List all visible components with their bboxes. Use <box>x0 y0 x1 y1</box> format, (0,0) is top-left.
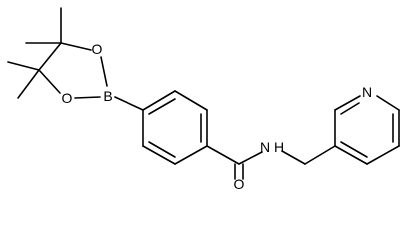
atom-label-amide-h: H <box>274 139 284 155</box>
bond-pyridine-3 <box>376 95 400 111</box>
bond-benzene-inner-1 <box>148 98 176 115</box>
bond-pyridine-inner-3 <box>340 141 368 158</box>
bond-carbonyl-n <box>238 151 263 165</box>
chemical-structure-diagram: O O B O N H N <box>7 7 400 192</box>
bond-b-aryl <box>114 96 144 111</box>
bond-ch2-pyridine <box>304 145 336 165</box>
atom-label-pyridine-n: N <box>362 84 372 100</box>
bond-methyl-4 <box>17 69 40 99</box>
bond-n-ch2 <box>281 150 306 165</box>
bond-aryl-carbonyl <box>206 145 240 165</box>
bond-benzene-5 <box>142 145 176 165</box>
atom-label-amide-n: N <box>260 139 270 155</box>
pyridine-ring <box>334 95 400 165</box>
atom-label-o-top: O <box>92 41 103 57</box>
bond-o-b-bottom <box>74 96 101 99</box>
bond-benzene-2 <box>174 90 208 111</box>
dioxaborolane-ring <box>38 42 108 99</box>
amide-group <box>206 145 336 180</box>
bond-pyridine-2 <box>334 95 361 111</box>
bond-benzene-1 <box>142 90 176 111</box>
bond-benzene-4 <box>174 145 208 165</box>
atom-label-o-bottom: O <box>62 90 73 106</box>
benzene-ring <box>142 90 208 165</box>
bond-benzene-inner-3 <box>148 141 176 158</box>
bond-methyl-3 <box>7 61 40 71</box>
bond-o-b-top <box>100 56 108 87</box>
bond-pyridine-6 <box>334 145 368 165</box>
bond-c-o-bottom <box>38 69 61 94</box>
bond-c-o-top <box>60 42 92 51</box>
atom-label-boron: B <box>103 88 112 104</box>
bond-pyridine-5 <box>366 145 400 165</box>
atom-labels: O O B O N H N <box>62 41 373 192</box>
atom-label-carbonyl-o: O <box>234 176 245 192</box>
bond-c-c-ring <box>38 42 62 71</box>
bond-pyridine-inner-1 <box>340 102 360 115</box>
methyl-bonds <box>7 7 62 99</box>
